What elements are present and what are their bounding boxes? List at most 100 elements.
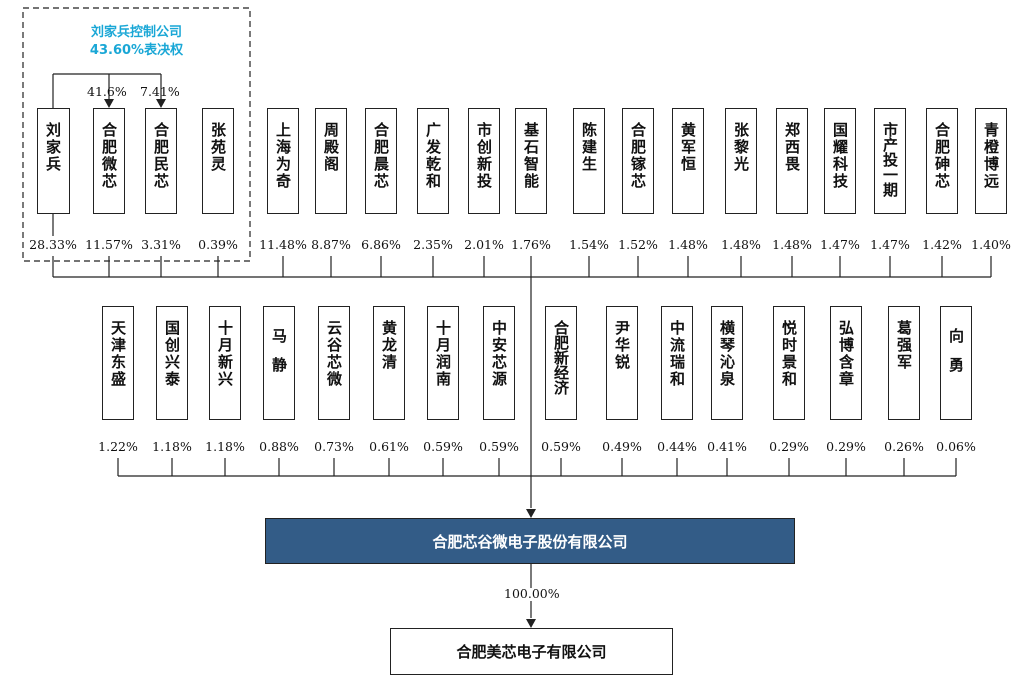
shareholding-percent: 1.18% [152,439,192,454]
subsidiary-percent: 100.00% [504,586,560,601]
shareholder-box [156,306,188,420]
shareholding-percent: 6.86% [361,237,401,252]
shareholding-percent: 11.57% [85,237,133,252]
shareholder-box [824,108,856,214]
shareholding-percent: 1.47% [870,237,910,252]
shareholding-percent: 0.61% [369,439,409,454]
shareholder-box [830,306,862,420]
shareholder-box [145,108,177,214]
shareholder-box [672,108,704,214]
shareholder-name: 上海为奇 [274,122,292,190]
shareholder-name: 郑西畏 [783,122,801,173]
shareholder-name: 葛强军 [895,320,913,371]
shareholder-box [102,306,134,420]
shareholder-box [483,306,515,420]
control-link-percent: 7.41% [140,84,180,99]
shareholding-percent: 3.31% [141,237,181,252]
shareholding-percent: 1.22% [98,439,138,454]
shareholding-percent: 0.88% [259,439,299,454]
shareholding-percent: 1.42% [922,237,962,252]
shareholder-box [468,108,500,214]
control-link-arrow [104,99,114,108]
shareholding-percent: 1.47% [820,237,860,252]
shareholder-name: 周殿阁 [322,122,340,173]
shareholder-name: 十月润南 [434,320,452,388]
shareholder-name: 中安芯源 [490,320,508,388]
shareholder-box [711,306,743,420]
shareholder-box [573,108,605,214]
shareholding-percent: 8.87% [311,237,351,252]
shareholder-box [315,108,347,214]
shareholder-name: 合肥镓芯 [629,122,647,190]
shareholding-percent: 1.18% [205,439,245,454]
shareholding-percent: 0.41% [707,439,747,454]
shareholder-name: 合肥砷芯 [933,122,951,190]
shareholding-percent: 0.44% [657,439,697,454]
main-company-box: 合肥芯谷微电子股份有限公司 [265,518,795,564]
shareholding-percent: 0.59% [423,439,463,454]
shareholder-box [888,306,920,420]
shareholder-name: 尹华锐 [613,320,631,371]
shareholder-name: 合肥民芯 [152,122,170,190]
shareholder-name: 刘家兵 [44,122,62,173]
shareholder-name: 天津东盛 [109,320,127,388]
shareholder-name: 马静 [270,328,288,386]
shareholder-box [36,108,70,214]
shareholder-box [263,306,295,420]
shareholder-box [417,108,449,214]
shareholding-percent: 0.59% [541,439,581,454]
shareholder-box [776,108,808,214]
shareholder-name: 国创兴泰 [163,320,181,388]
shareholder-name: 陈建生 [580,122,598,173]
shareholder-box [661,306,693,420]
shareholding-percent: 1.52% [618,237,658,252]
shareholding-percent: 0.39% [198,237,238,252]
shareholder-name: 合肥微芯 [100,122,118,190]
shareholder-name: 合肥新经济 [552,320,570,395]
shareholder-box [975,108,1007,214]
shareholder-name: 市创新投 [475,122,493,190]
shareholder-box [202,108,234,214]
shareholder-name: 悦时景和 [780,320,798,388]
shareholding-percent: 2.01% [464,237,504,252]
shareholder-name: 青橙博远 [982,122,1000,190]
control-group-title: 刘家兵控制公司 [90,25,182,40]
control-group-frame [22,7,251,262]
shareholding-percent: 0.29% [769,439,809,454]
shareholder-name: 广发乾和 [424,122,442,190]
shareholding-percent: 28.33% [29,237,77,252]
shareholder-box [545,306,577,420]
shareholding-percent: 1.48% [668,237,708,252]
shareholding-percent: 2.35% [413,237,453,252]
shareholder-name: 十月新兴 [216,320,234,388]
control-link-arrow [156,99,166,108]
shareholder-name: 横琴沁泉 [718,320,736,388]
shareholding-percent: 0.29% [826,439,866,454]
subsidiary-arrow [526,619,536,628]
shareholder-box [773,306,805,420]
shareholder-name: 张黎光 [732,122,750,173]
shareholder-box [427,306,459,420]
subsidiary-box: 合肥美芯电子有限公司 [390,628,673,675]
shareholding-percent: 0.26% [884,439,924,454]
shareholder-box [93,108,125,214]
shareholder-name: 弘博含章 [837,320,855,388]
shareholding-percent: 0.59% [479,439,519,454]
shareholder-box [725,108,757,214]
shareholder-box [373,306,405,420]
shareholding-percent: 1.40% [971,237,1011,252]
shareholding-percent: 1.48% [772,237,812,252]
shareholder-box [940,306,972,420]
trunk-arrow [526,509,536,518]
shareholder-box [874,108,906,214]
shareholder-name: 云谷芯微 [325,320,343,388]
shareholder-box [515,108,547,214]
shareholder-name: 向勇 [947,328,965,386]
shareholding-percent: 0.73% [314,439,354,454]
shareholding-percent: 1.54% [569,237,609,252]
shareholding-percent: 1.48% [721,237,761,252]
shareholder-name: 基石智能 [522,122,540,190]
shareholding-percent: 1.76% [511,237,551,252]
shareholder-name: 黄龙清 [380,320,398,371]
